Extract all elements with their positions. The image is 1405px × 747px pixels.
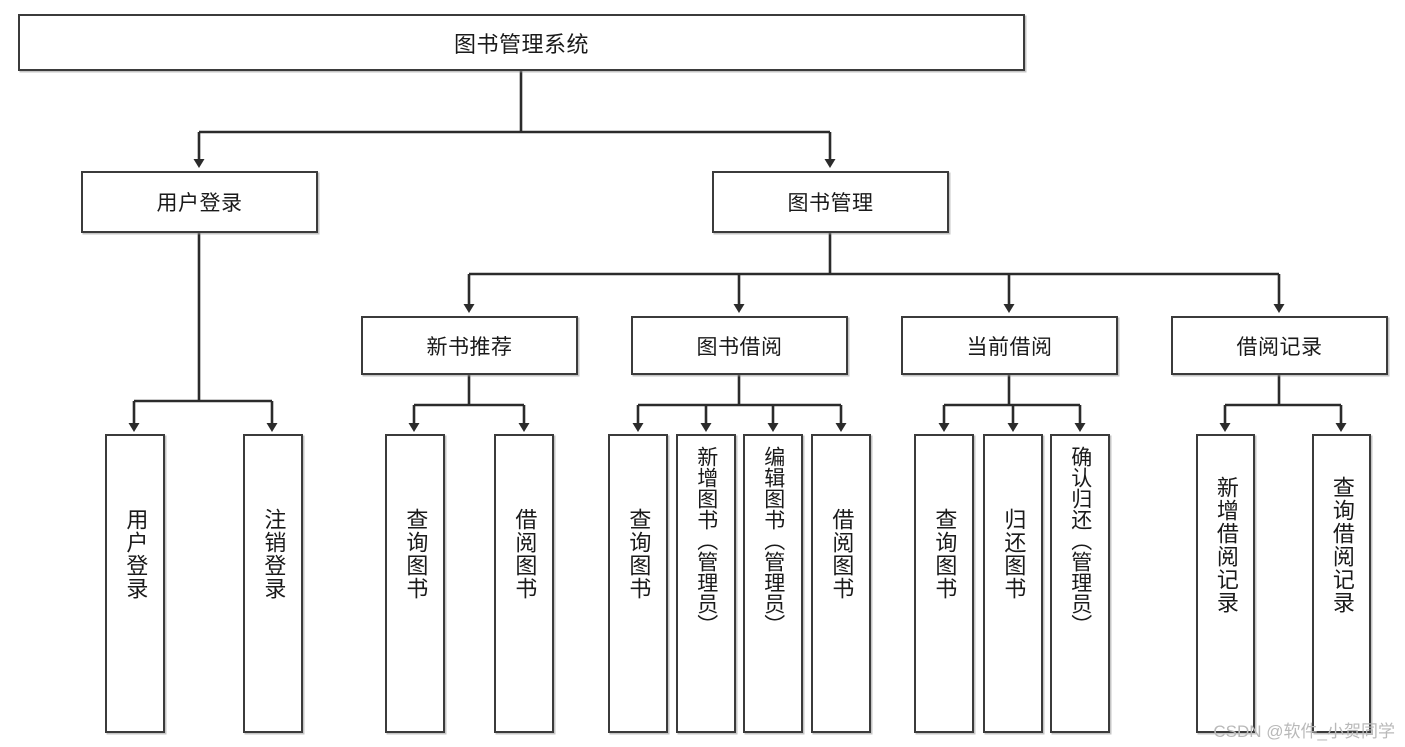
- node-label: 图书管理系统: [453, 31, 589, 57]
- node-label: 新书推荐: [426, 335, 513, 359]
- csdn-watermark: CSDN @软件_小贺同学: [1213, 722, 1395, 741]
- leaf-borrow-book-recommend[interactable]: 借阅图书: [494, 434, 554, 733]
- node-label: 图书借阅: [696, 335, 783, 359]
- node-label: 图书管理: [787, 192, 874, 215]
- leaf-query-borrow-record[interactable]: 查询借阅记录: [1312, 434, 1371, 733]
- leaf-edit-book[interactable]: 编辑图书（管理员）: [743, 434, 803, 733]
- node-label: 查询借阅记录: [1329, 476, 1355, 614]
- node-current-borrow[interactable]: 当前借阅: [901, 316, 1118, 375]
- leaf-confirm-return[interactable]: 确认归还（管理员）: [1050, 434, 1110, 733]
- node-label: 用户登录: [123, 508, 149, 600]
- node-label: 当前借阅: [966, 335, 1053, 359]
- node-label: 编辑图书（管理员）: [761, 446, 785, 635]
- node-label: 查询图书: [932, 508, 958, 600]
- node-label: 借阅记录: [1236, 335, 1323, 359]
- leaf-return-book[interactable]: 归还图书: [983, 434, 1043, 733]
- node-root-system[interactable]: 图书管理系统: [18, 14, 1025, 71]
- node-label: 归还图书: [1001, 508, 1027, 600]
- leaf-logout-login[interactable]: 注销登录: [243, 434, 303, 733]
- leaf-borrow-book[interactable]: 借阅图书: [811, 434, 871, 733]
- node-book-borrow[interactable]: 图书借阅: [631, 316, 848, 375]
- node-label: 新增借阅记录: [1213, 476, 1239, 614]
- leaf-user-login[interactable]: 用户登录: [105, 434, 165, 733]
- node-label: 注销登录: [261, 508, 287, 600]
- leaf-query-book-recommend[interactable]: 查询图书: [385, 434, 445, 733]
- node-book-manage[interactable]: 图书管理: [712, 171, 949, 233]
- leaf-add-borrow-record[interactable]: 新增借阅记录: [1196, 434, 1255, 733]
- node-label: 借阅图书: [512, 508, 538, 600]
- leaf-query-book-current[interactable]: 查询图书: [914, 434, 974, 733]
- node-user-login[interactable]: 用户登录: [81, 171, 318, 233]
- leaf-query-book-borrow[interactable]: 查询图书: [608, 434, 668, 733]
- node-label: 查询图书: [403, 508, 429, 600]
- node-label: 用户登录: [156, 192, 243, 215]
- node-label: 确认归还（管理员）: [1068, 446, 1092, 635]
- node-borrow-record[interactable]: 借阅记录: [1171, 316, 1388, 375]
- node-label: 借阅图书: [829, 508, 855, 600]
- node-label: 查询图书: [626, 508, 652, 600]
- node-new-book-recommend[interactable]: 新书推荐: [361, 316, 578, 375]
- leaf-add-book[interactable]: 新增图书（管理员）: [676, 434, 736, 733]
- node-label: 新增图书（管理员）: [694, 446, 718, 635]
